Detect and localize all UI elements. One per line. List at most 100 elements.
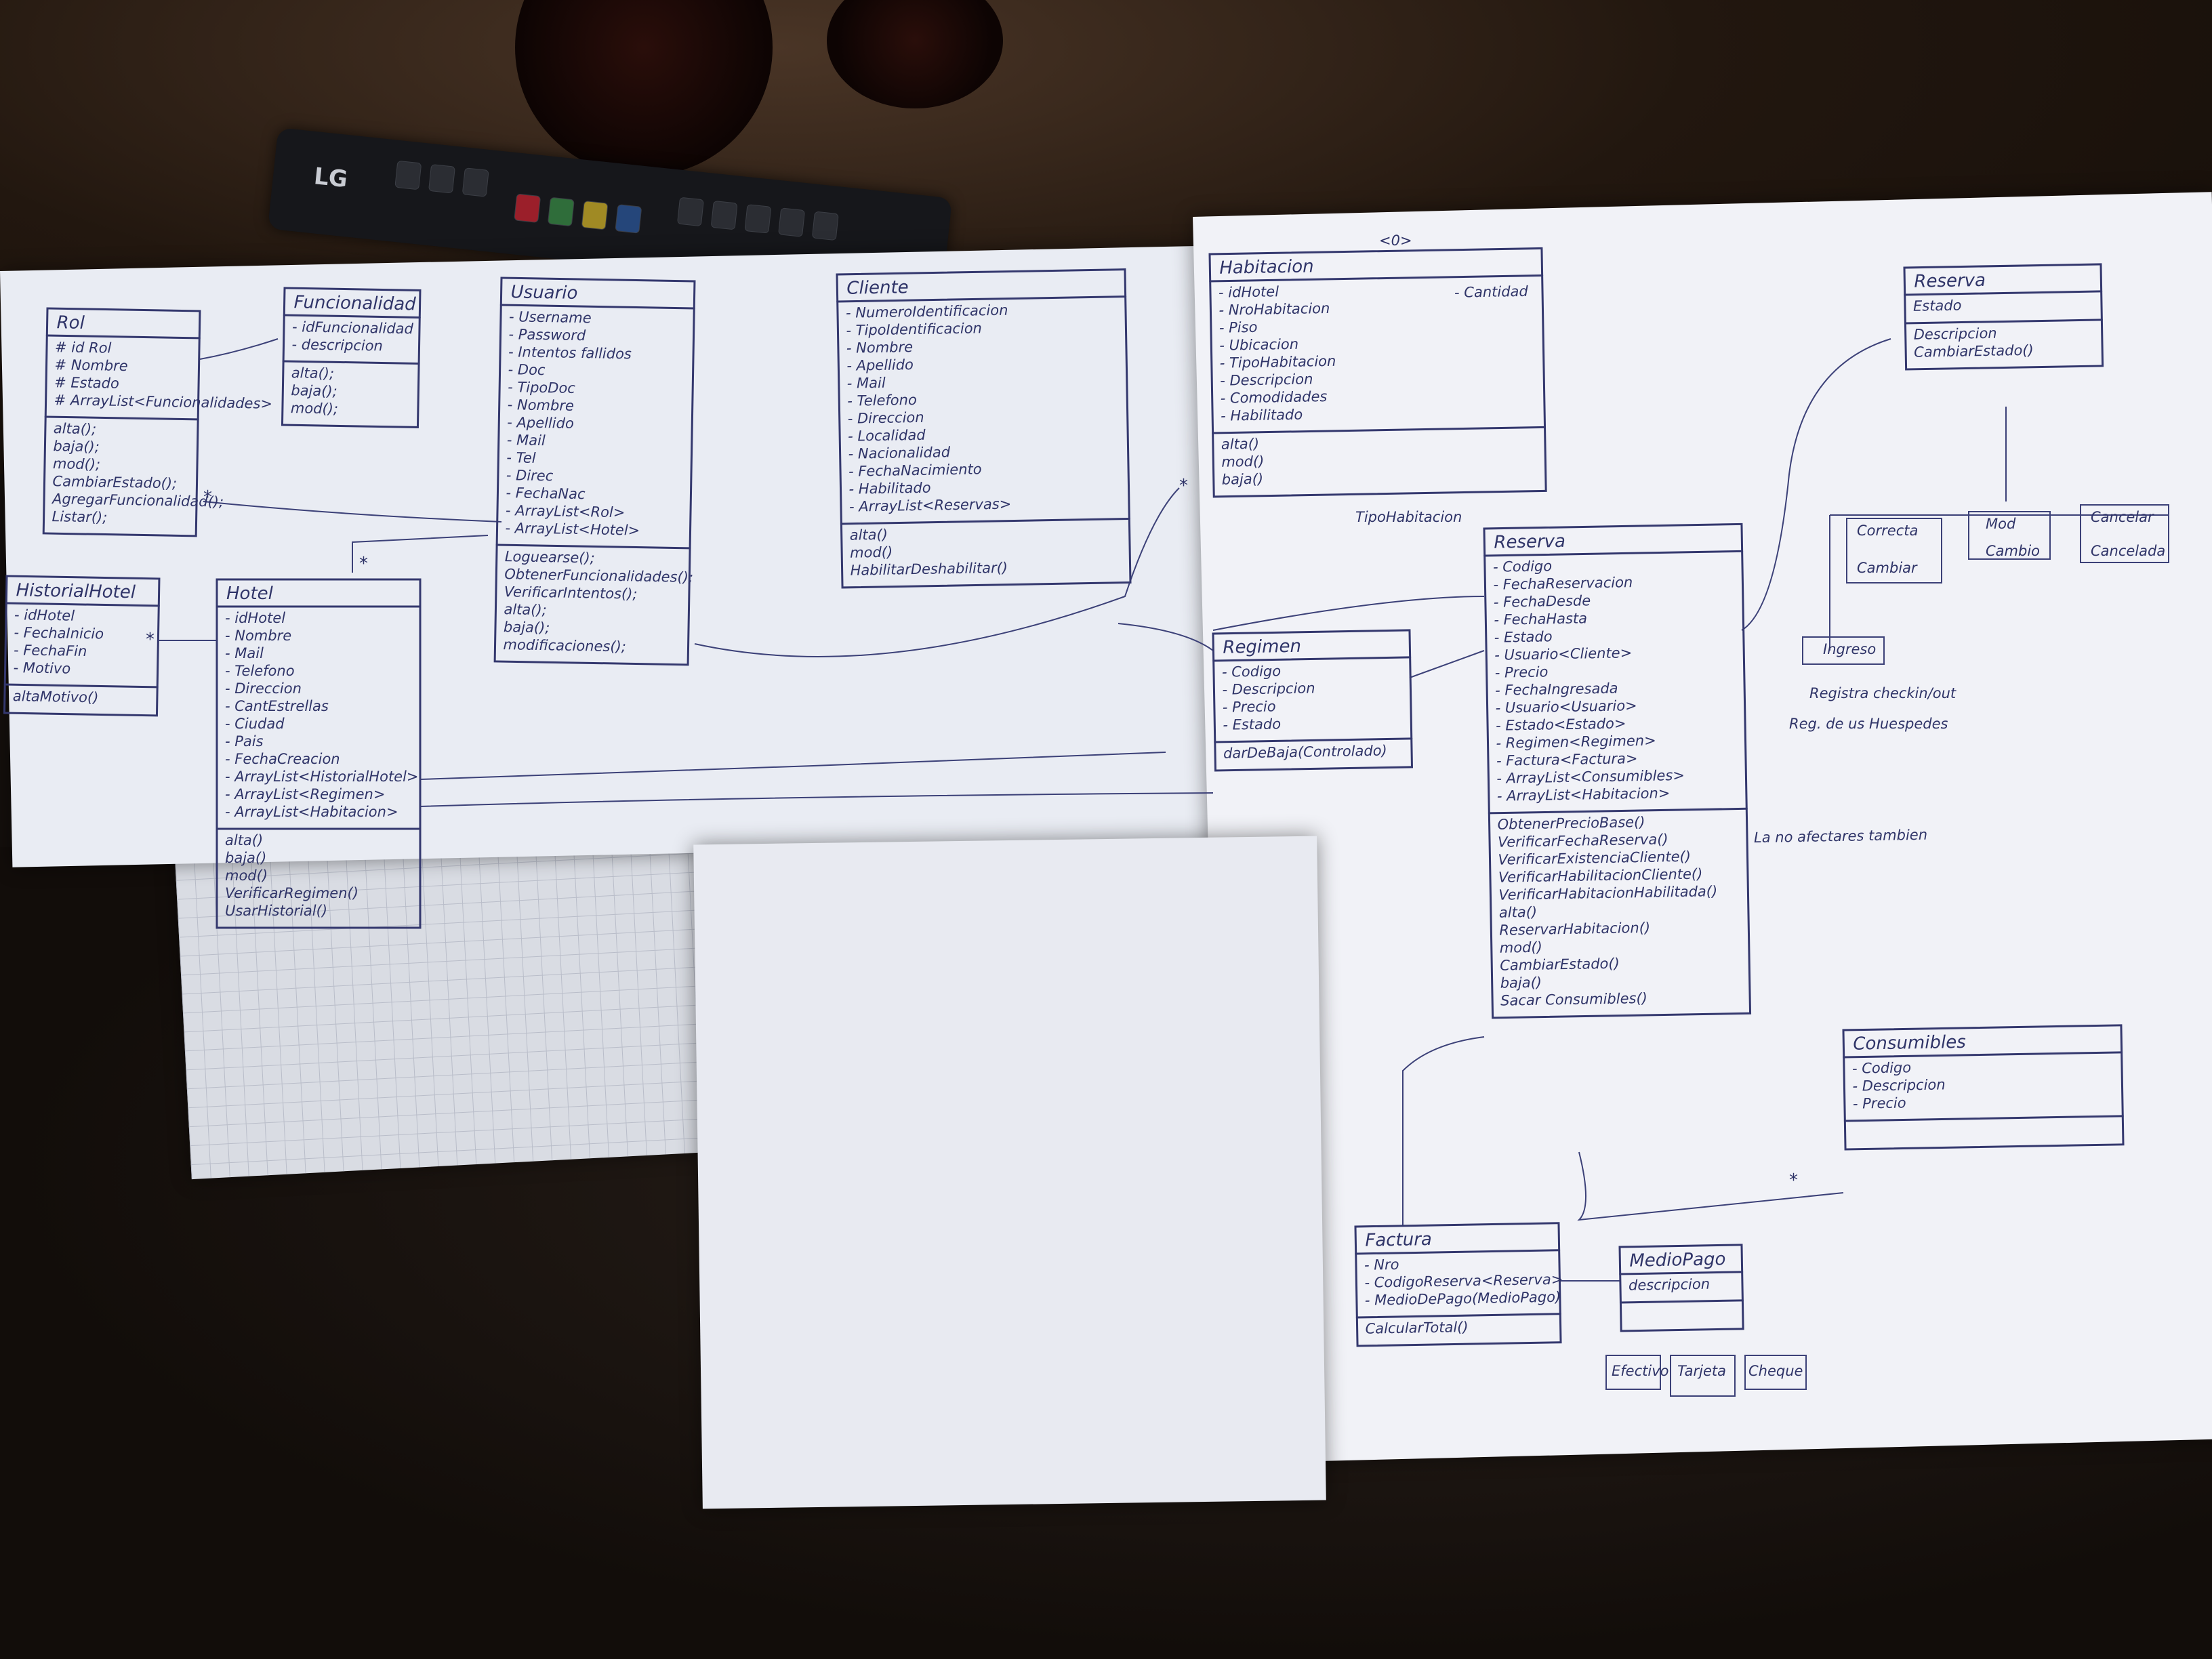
class-box-divider <box>44 415 199 421</box>
class-box-outline <box>1208 247 1547 498</box>
top-marker: <0> <box>1379 232 1412 249</box>
class-attribute: - Codigo <box>1852 1059 1912 1077</box>
class-attribute: - TipoDoc <box>508 379 576 396</box>
class-box-divider <box>1212 656 1412 662</box>
class-attribute: Estado <box>1913 298 1962 314</box>
class-attribute: - FechaFin <box>14 642 87 659</box>
class-attribute: - Codigo <box>1493 558 1553 575</box>
multiplicity-label: * <box>203 487 212 508</box>
uml-class-regimen: Regimen- Codigo- Descripcion- Precio- Es… <box>1212 629 1414 772</box>
class-attribute: # id Rol <box>55 339 112 356</box>
uml-class-funcionalidad: Funcionalidad- idFuncionalidad- descripc… <box>281 287 422 428</box>
class-box-outline <box>1212 629 1414 772</box>
class-method: ObtenerFuncionalidades(); <box>504 566 693 586</box>
class-box-divider <box>5 602 160 607</box>
class-attribute: - ArrayList<Rol> <box>506 502 626 520</box>
class-box-divider <box>3 683 159 689</box>
class-method: Listar(); <box>52 508 107 525</box>
class-method: modificaciones(); <box>503 636 626 655</box>
class-attribute: - Pais <box>225 733 264 750</box>
class-method: CambiarEstado() <box>1500 956 1620 974</box>
association-line <box>419 752 1166 780</box>
class-name: Habitacion <box>1219 256 1314 278</box>
state-box-label: Cancelar <box>2091 509 2154 525</box>
class-method: CambiarEstado() <box>1914 342 2034 361</box>
class-box-divider <box>1488 807 1748 815</box>
class-method: alta(); <box>54 420 97 437</box>
class-method: baja() <box>225 850 266 866</box>
ingreso-note: Registra checkin/out <box>1809 685 1957 701</box>
state-box-label: Cambio <box>1986 543 2040 559</box>
class-attribute: - Estado <box>1494 628 1553 645</box>
state-box-label: Cambiar <box>1857 560 1918 576</box>
class-method: darDeBaja(Controlado) <box>1223 743 1387 762</box>
class-attribute: - Descripcion <box>1852 1076 1946 1094</box>
class-attribute: - FechaDesde <box>1494 592 1591 610</box>
class-attribute: - Mail <box>225 645 264 661</box>
class-box-outline <box>1903 263 2104 371</box>
class-attribute: - Habilitado <box>1221 407 1303 424</box>
class-attribute: - Usuario<Cliente> <box>1494 644 1632 663</box>
class-attribute: - ArrayList<Habitacion> <box>225 804 398 820</box>
association-line <box>199 338 279 360</box>
class-attribute: - Apellido <box>507 414 574 432</box>
class-box-divider <box>45 334 201 340</box>
payment-subtype: Cheque <box>1748 1363 1803 1379</box>
class-box-divider <box>840 518 1130 525</box>
class-attribute: - ArrayList<Reservas> <box>849 496 1012 515</box>
class-attribute: - FechaNacimiento <box>848 461 982 479</box>
class-name: Rol <box>56 312 85 333</box>
association-line <box>1741 338 1891 631</box>
class-method: baja(); <box>504 619 550 636</box>
association-line <box>1577 1151 1844 1221</box>
class-name: Factura <box>1365 1229 1432 1251</box>
class-attribute: - Nombre <box>225 628 291 644</box>
ingreso-note: Reg. de us Huespedes <box>1789 716 1948 732</box>
class-attribute: - Username <box>509 308 592 326</box>
class-attribute: - ArrayList<Habitacion> <box>1497 785 1671 804</box>
class-method: mod() <box>850 544 893 561</box>
class-name: Consumibles <box>1853 1032 1966 1054</box>
multiplicity-label: * <box>146 630 155 650</box>
class-name: Cliente <box>846 277 909 299</box>
class-box-divider <box>1209 274 1544 283</box>
association-line <box>1212 596 1485 631</box>
state-box <box>1744 1355 1807 1390</box>
state-box-label: Correcta <box>1857 523 1918 539</box>
class-attribute: - Direc <box>506 467 554 484</box>
class-box-divider <box>1212 426 1547 434</box>
class-attribute: - FechaHasta <box>1494 610 1587 628</box>
class-box-outline <box>216 578 422 929</box>
class-method: baja() <box>1500 975 1542 991</box>
class-box-divider <box>1619 1299 1744 1304</box>
association-line <box>694 487 1180 657</box>
class-method: CalcularTotal() <box>1365 1319 1468 1337</box>
class-box-outline <box>1842 1024 2125 1151</box>
class-box-divider <box>1619 1271 1744 1275</box>
class-attribute: - Doc <box>508 361 546 378</box>
payment-subtype: Tarjeta <box>1677 1363 1726 1379</box>
class-attribute: - FechaReservacion <box>1493 574 1633 593</box>
class-attribute: - Descripcion <box>1222 680 1315 697</box>
class-name: Hotel <box>226 583 274 604</box>
class-attribute: - CodigoReserva<Reserva> <box>1364 1271 1563 1291</box>
class-attribute: - Password <box>508 326 586 344</box>
ingreso-note: Ingreso <box>1823 641 1876 657</box>
association-line <box>419 792 1214 807</box>
class-attribute: - Precio <box>1495 663 1549 680</box>
class-method: CambiarEstado(); <box>52 473 177 491</box>
class-method: alta(); <box>291 365 335 382</box>
class-note: La no afectares tambien <box>1754 827 1927 846</box>
class-method: baja(); <box>291 382 337 399</box>
class-attribute: - TipoHabitacion <box>1220 353 1336 371</box>
class-method: VerificarHabitacionHabilitada() <box>1498 883 1717 903</box>
class-attribute: - Estado <box>1223 716 1281 733</box>
class-method: VerificarHabilitacionCliente() <box>1498 865 1703 885</box>
class-attribute: - Intentos fallidos <box>508 344 632 362</box>
class-attribute: - Precio <box>1853 1094 1906 1111</box>
state-box <box>2080 504 2169 563</box>
class-box-divider <box>283 314 421 319</box>
